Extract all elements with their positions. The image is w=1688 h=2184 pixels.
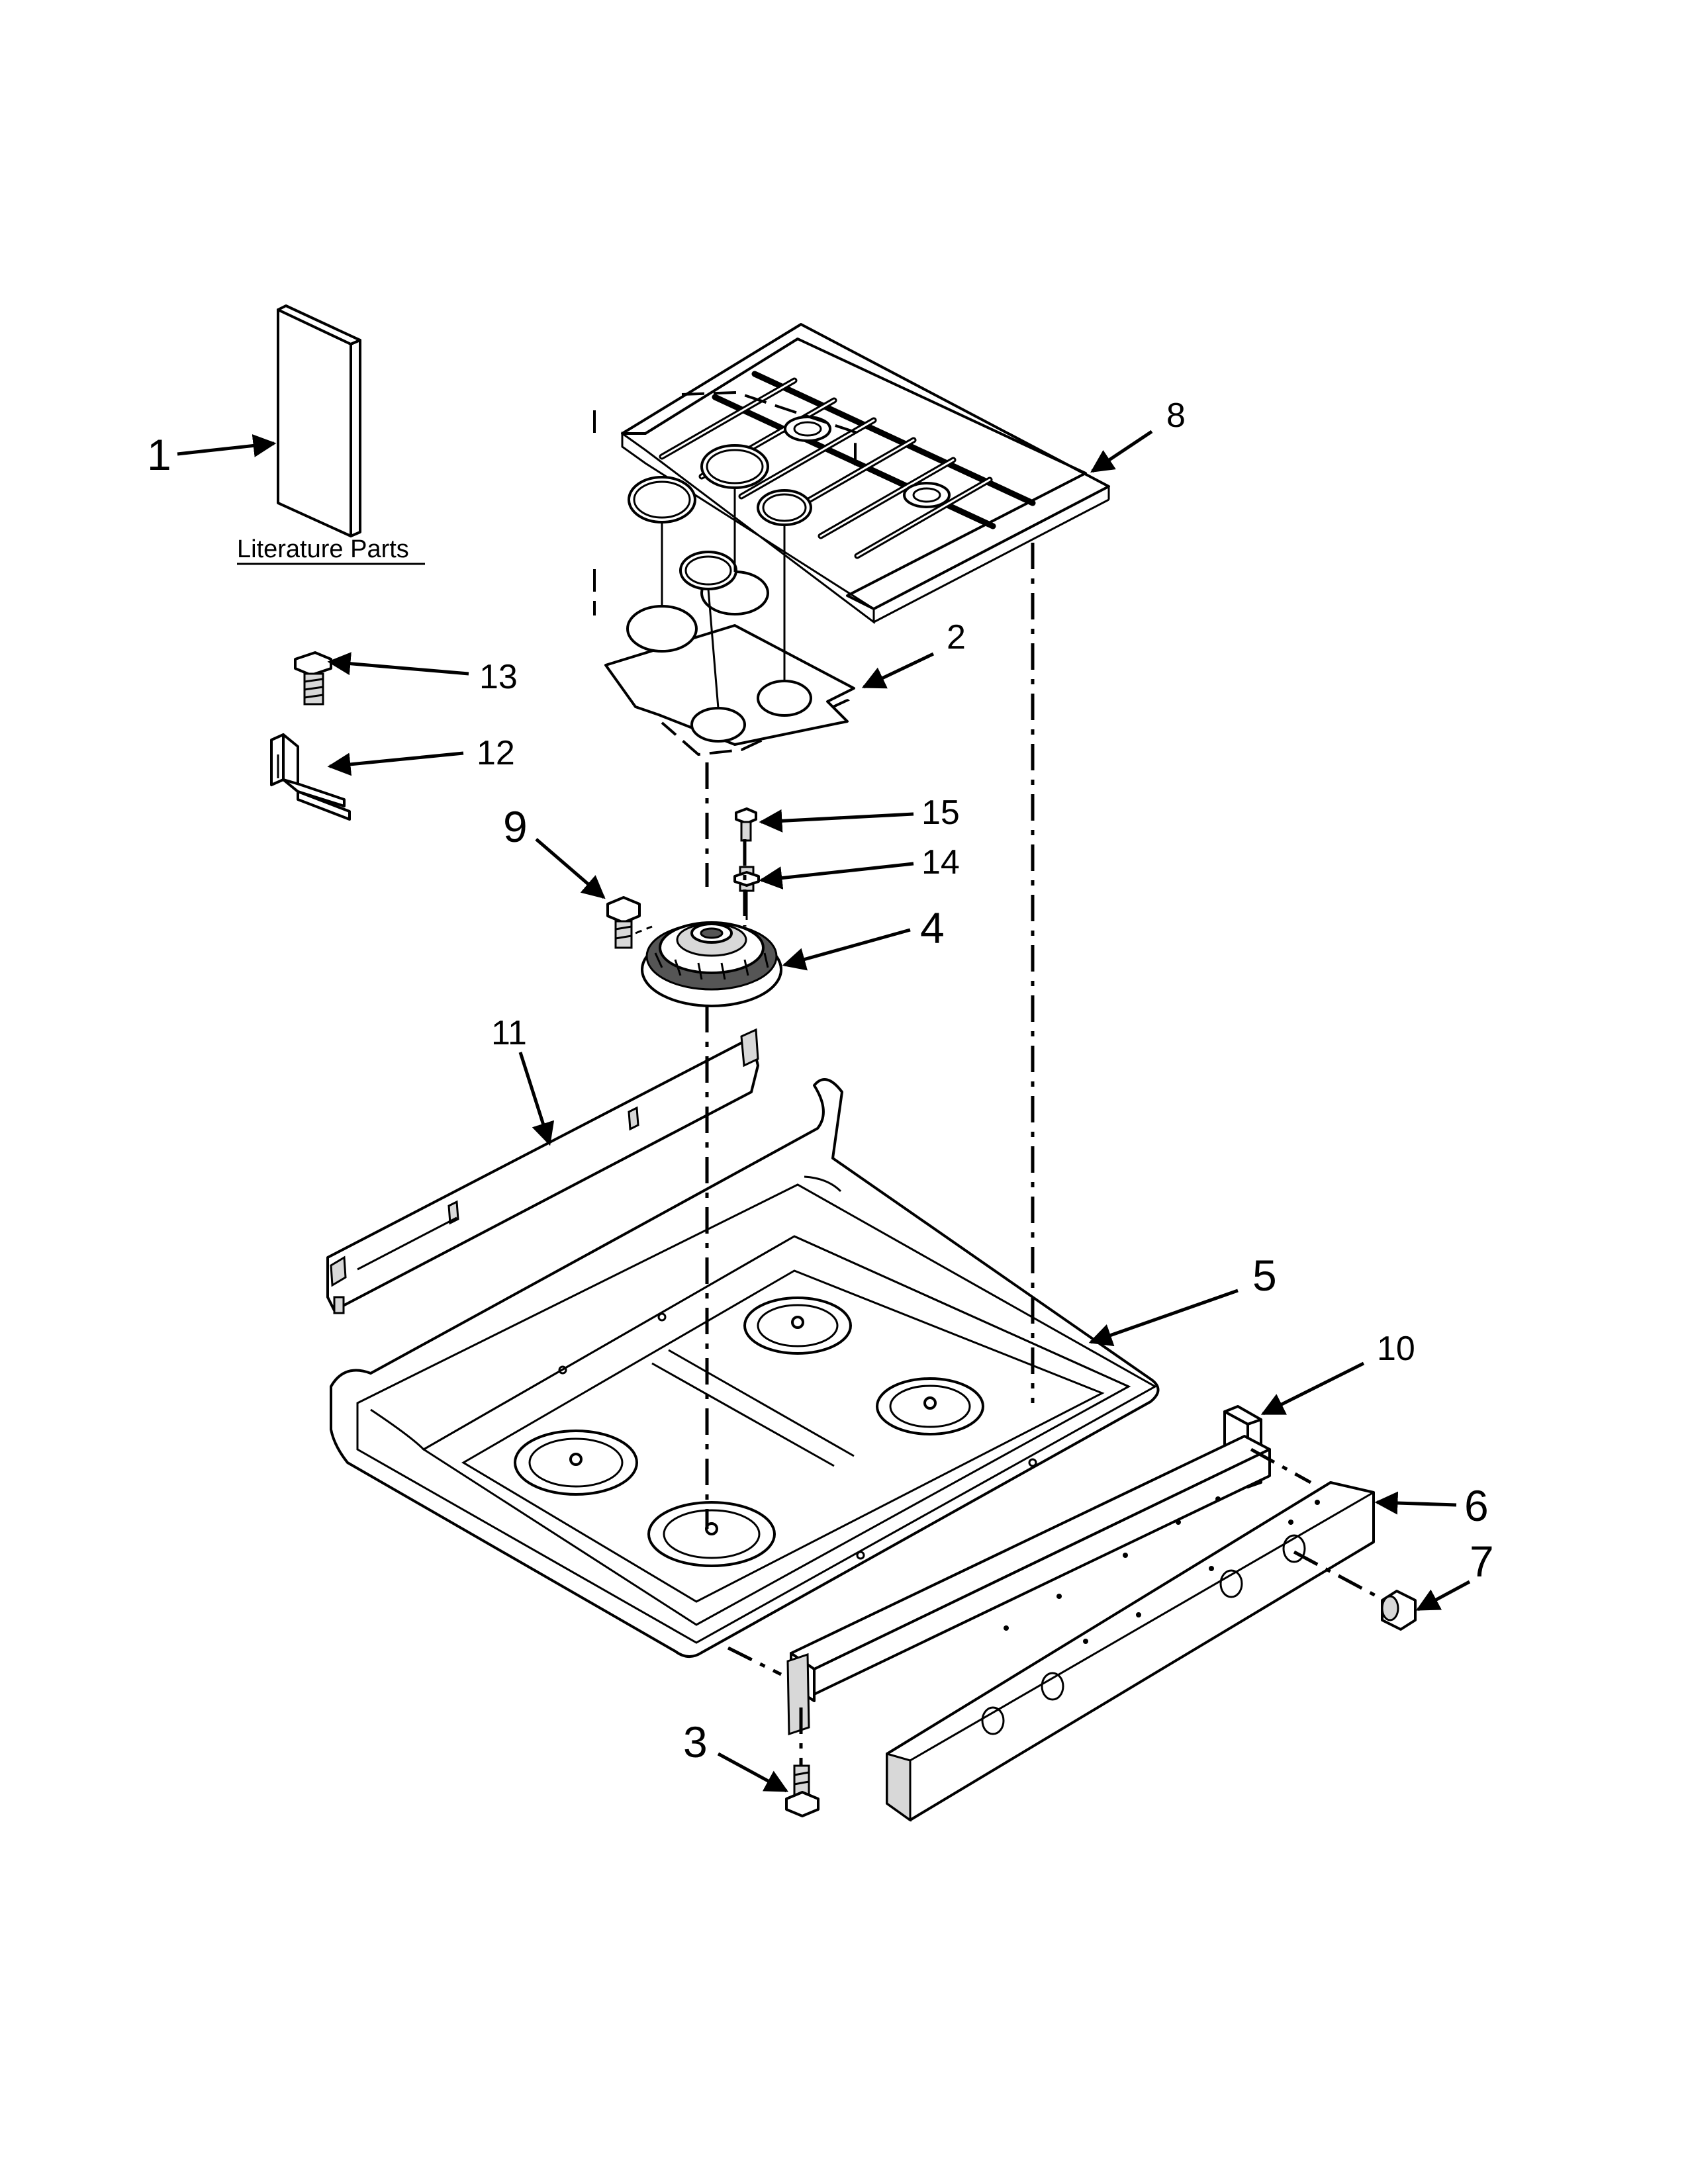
screw-15 [735, 807, 757, 842]
callout-14-arrow [759, 862, 914, 889]
literature-parts-book [277, 304, 361, 537]
igniter-14 [733, 866, 760, 920]
callout-4: 4 [920, 903, 945, 952]
rear-trim-11 [326, 1028, 759, 1314]
callout-9-arrow [535, 838, 606, 899]
callout-14: 14 [921, 843, 960, 882]
callout-5-arrow [1088, 1289, 1239, 1347]
callout-10-arrow [1260, 1361, 1365, 1416]
callout-2-arrow [861, 652, 935, 689]
callout-1-arrow [177, 434, 277, 457]
knob-7 [1293, 1550, 1417, 1631]
callout-12: 12 [477, 734, 515, 772]
callout-4-arrow [782, 928, 911, 971]
literature-parts-label: Literature Parts [237, 535, 409, 563]
screw-3 [785, 1707, 820, 1817]
callout-13-arrow [327, 652, 469, 676]
callout-10: 10 [1377, 1330, 1415, 1368]
callout-6: 6 [1464, 1481, 1489, 1530]
callout-3: 3 [683, 1717, 708, 1766]
callout-13: 13 [479, 658, 518, 696]
callout-15-arrow [759, 809, 914, 833]
cooktop-main-top-5 [330, 1078, 1160, 1658]
callout-11: 11 [491, 1014, 527, 1052]
callout-15: 15 [921, 794, 960, 832]
burner-grate [621, 323, 1110, 625]
burner-cap-set [593, 390, 857, 756]
alignment-line-panel [1250, 1447, 1312, 1484]
callout-5: 5 [1252, 1251, 1277, 1300]
callout-1: 1 [147, 430, 171, 479]
callout-12-arrow [327, 751, 464, 776]
burner-base-4 [641, 921, 782, 1007]
bracket-12 [270, 733, 351, 821]
screw-13 [294, 651, 332, 705]
callout-9: 9 [503, 802, 528, 851]
screw-9 [606, 896, 653, 949]
manifold-panel-6 [727, 1435, 1375, 1822]
callout-7-arrow [1415, 1580, 1471, 1612]
callout-11-arrow [518, 1052, 555, 1146]
callout-2: 2 [947, 618, 966, 657]
callout-3-arrow [717, 1752, 789, 1793]
callout-8-arrow [1090, 430, 1153, 473]
callout-8: 8 [1166, 396, 1186, 435]
callout-6-arrow [1374, 1491, 1457, 1515]
callout-7: 7 [1470, 1537, 1494, 1586]
